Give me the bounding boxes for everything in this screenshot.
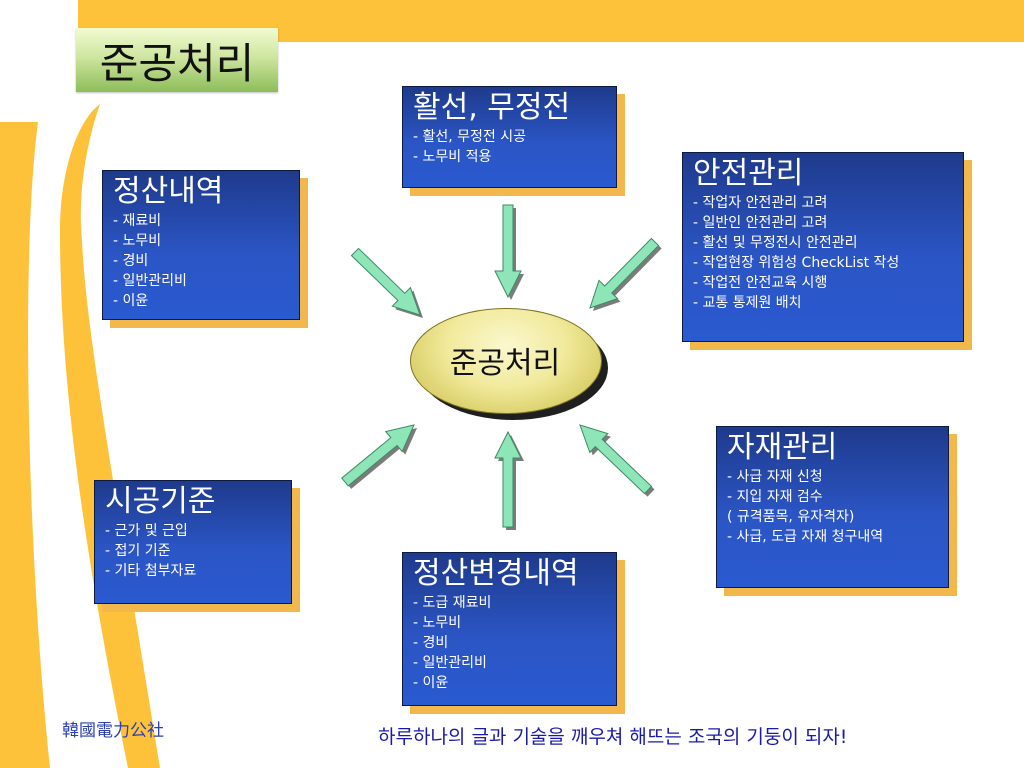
materials-item: - 사급, 도급 자재 청구내역: [727, 529, 884, 545]
arrow-2: [494, 204, 522, 299]
settlement-item: - 재료비: [113, 213, 162, 229]
arrow-6: [579, 424, 653, 495]
materials-item: - 지입 자재 검수: [727, 489, 823, 505]
live-line-title: 활선, 무정전: [413, 90, 571, 125]
settlement-change-item: - 경비: [413, 635, 449, 651]
safety-item: - 작업자 안전관리 고려: [693, 195, 828, 211]
footer-organization: 韓國電力公社: [62, 721, 164, 741]
standards-card: 시공기준 - 근가 및 근입 - 접기 기준 - 기타 첨부자료: [94, 480, 292, 604]
arrow-4: [341, 424, 415, 487]
safety-title: 안전관리: [693, 156, 804, 191]
slide-title: 준공처리: [76, 28, 278, 92]
arrow-1: [350, 247, 421, 316]
materials-title: 자재관리: [727, 430, 838, 465]
materials-item: - 사급 자재 신청: [727, 469, 823, 485]
arrow-3: [589, 237, 660, 309]
settlement-title: 정산내역: [113, 174, 224, 209]
materials-list: - 사급 자재 신청 - 지입 자재 검수 ( 규격품목, 유자격자) - 사급…: [727, 467, 938, 547]
settlement-card: 정산내역 - 재료비 - 노무비 - 경비 - 일반관리비 - 이윤: [102, 170, 300, 320]
settlement-item: - 노무비: [113, 233, 162, 249]
settlement-change-item: - 도급 재료비: [413, 595, 492, 611]
footer-slogan: 하루하나의 글과 기술을 깨우쳐 해뜨는 조국의 기둥이 되자!: [378, 726, 848, 748]
settlement-change-item: - 노무비: [413, 615, 462, 631]
safety-list: - 작업자 안전관리 고려 - 일반인 안전관리 고려 - 활선 및 무정전시 …: [693, 193, 953, 313]
center-node: 준공처리: [410, 308, 608, 420]
safety-item: - 작업전 안전교육 시행: [693, 275, 828, 291]
safety-item: - 활선 및 무정전시 안전관리: [693, 235, 858, 251]
settlement-item: - 이윤: [113, 293, 149, 309]
live-line-list: - 활선, 무정전 시공 - 노무비 적용: [413, 127, 606, 167]
settlement-change-list: - 도급 재료비 - 노무비 - 경비 - 일반관리비 - 이윤: [413, 593, 606, 693]
live-line-item: - 활선, 무정전 시공: [413, 129, 527, 145]
materials-card: 자재관리 - 사급 자재 신청 - 지입 자재 검수 ( 규격품목, 유자격자)…: [716, 426, 949, 588]
settlement-item: - 일반관리비: [113, 273, 187, 289]
standards-title: 시공기준: [105, 484, 216, 519]
live-line-card: 활선, 무정전 - 활선, 무정전 시공 - 노무비 적용: [402, 86, 617, 188]
settlement-change-item: - 일반관리비: [413, 655, 487, 671]
safety-item: - 일반인 안전관리 고려: [693, 215, 828, 231]
safety-card: 안전관리 - 작업자 안전관리 고려 - 일반인 안전관리 고려 - 활선 및 …: [682, 152, 964, 342]
center-node-oval: [410, 308, 602, 414]
settlement-change-item: - 이윤: [413, 675, 449, 691]
settlement-list: - 재료비 - 노무비 - 경비 - 일반관리비 - 이윤: [113, 211, 289, 311]
settlement-item: - 경비: [113, 253, 149, 269]
standards-item: - 접기 기준: [105, 543, 171, 559]
safety-item: - 교통 통제원 배치: [693, 295, 802, 311]
arrow-group: [341, 204, 662, 530]
arrow-5: [494, 430, 522, 528]
safety-item: - 작업현장 위험성 CheckList 작성: [693, 255, 900, 271]
settlement-change-title: 정산변경내역: [413, 556, 579, 591]
live-line-item: - 노무비 적용: [413, 149, 492, 165]
standards-item: - 기타 첨부자료: [105, 563, 197, 579]
center-node-label: 준공처리: [449, 346, 561, 381]
standards-list: - 근가 및 근입 - 접기 기준 - 기타 첨부자료: [105, 521, 281, 581]
standards-item: - 근가 및 근입: [105, 523, 188, 539]
settlement-change-card: 정산변경내역 - 도급 재료비 - 노무비 - 경비 - 일반관리비 - 이윤: [402, 552, 617, 706]
materials-item: ( 규격품목, 유자격자): [727, 509, 855, 525]
